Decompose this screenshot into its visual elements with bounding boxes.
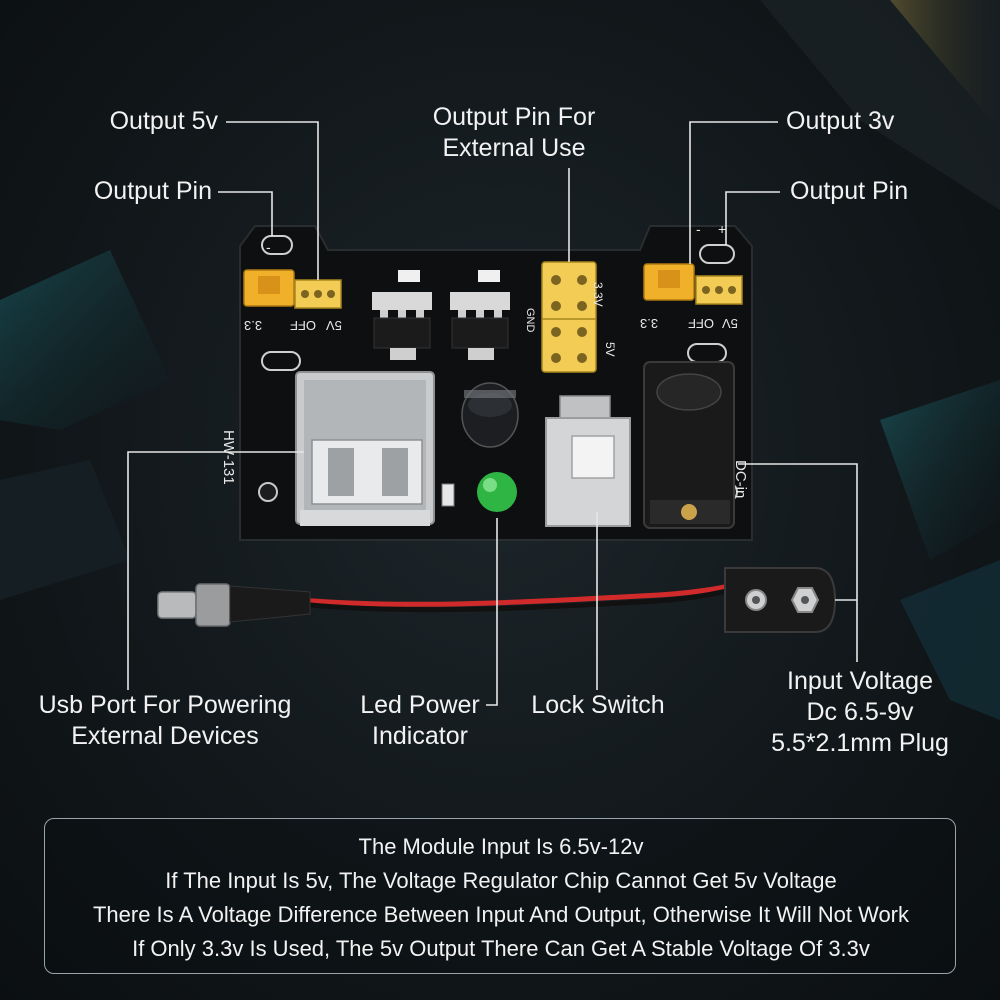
left-jumper-5v-text: 5V	[326, 318, 342, 333]
dc-in-text: DC-in	[732, 460, 749, 499]
lock-switch	[545, 395, 631, 527]
note-line: If The Input Is 5v, The Voltage Regulato…	[165, 868, 837, 893]
minus-sign-text: -	[696, 221, 701, 237]
note-line: There Is A Voltage Difference Between In…	[92, 902, 910, 927]
rail-33v-text: 3.3V	[591, 282, 605, 307]
label-output-5v: Output 5v	[109, 107, 218, 135]
rail-5v-text: 5V	[603, 342, 617, 357]
left-output-header	[243, 269, 342, 309]
plus-sign-text: +	[718, 221, 727, 237]
leader-lines	[127, 121, 858, 706]
rail-gnd-text: GND	[524, 308, 536, 333]
capacitor	[461, 382, 519, 448]
note-line: The Module Input Is 6.5v-12v	[358, 834, 644, 859]
label-input-voltage: Input Voltage Dc 6.5-9v 5.5*2.1mm Plug	[771, 667, 949, 757]
label-output-3v: Output 3v	[786, 107, 895, 135]
minus-sign-text: -	[266, 239, 271, 255]
mount-hole-icon	[258, 482, 278, 502]
external-pin-header	[541, 261, 597, 373]
voltage-regulators	[372, 270, 510, 360]
led-power-indicator-icon	[441, 472, 517, 512]
right-jumper-off-text: OFF	[688, 316, 714, 331]
label-output-external: Output Pin For External Use	[432, 103, 596, 162]
label-output-pin-left: Output Pin	[93, 177, 212, 205]
usb-port	[295, 371, 435, 526]
notes-box: The Module Input Is 6.5v-12v If The Inpu…	[44, 818, 956, 974]
right-jumper-5v-text: 5V	[722, 316, 738, 331]
label-usb-port: Usb Port For Powering External Devices	[38, 691, 292, 750]
dc-jack	[643, 361, 735, 529]
label-output-pin-right: Output Pin	[790, 177, 909, 205]
right-jumper-33-text: 3.3	[640, 316, 659, 331]
label-led-power: Led Power Indicator	[360, 691, 480, 750]
right-output-header	[643, 263, 743, 305]
left-jumper-33-text: 3.3	[244, 318, 263, 333]
note-line: If Only 3.3v Is Used, The 5v Output Ther…	[132, 936, 870, 961]
label-lock-switch: Lock Switch	[531, 691, 665, 719]
battery-cable	[157, 567, 837, 633]
left-jumper-off-text: OFF	[290, 318, 316, 333]
board-model-text: HW-131	[220, 430, 237, 485]
